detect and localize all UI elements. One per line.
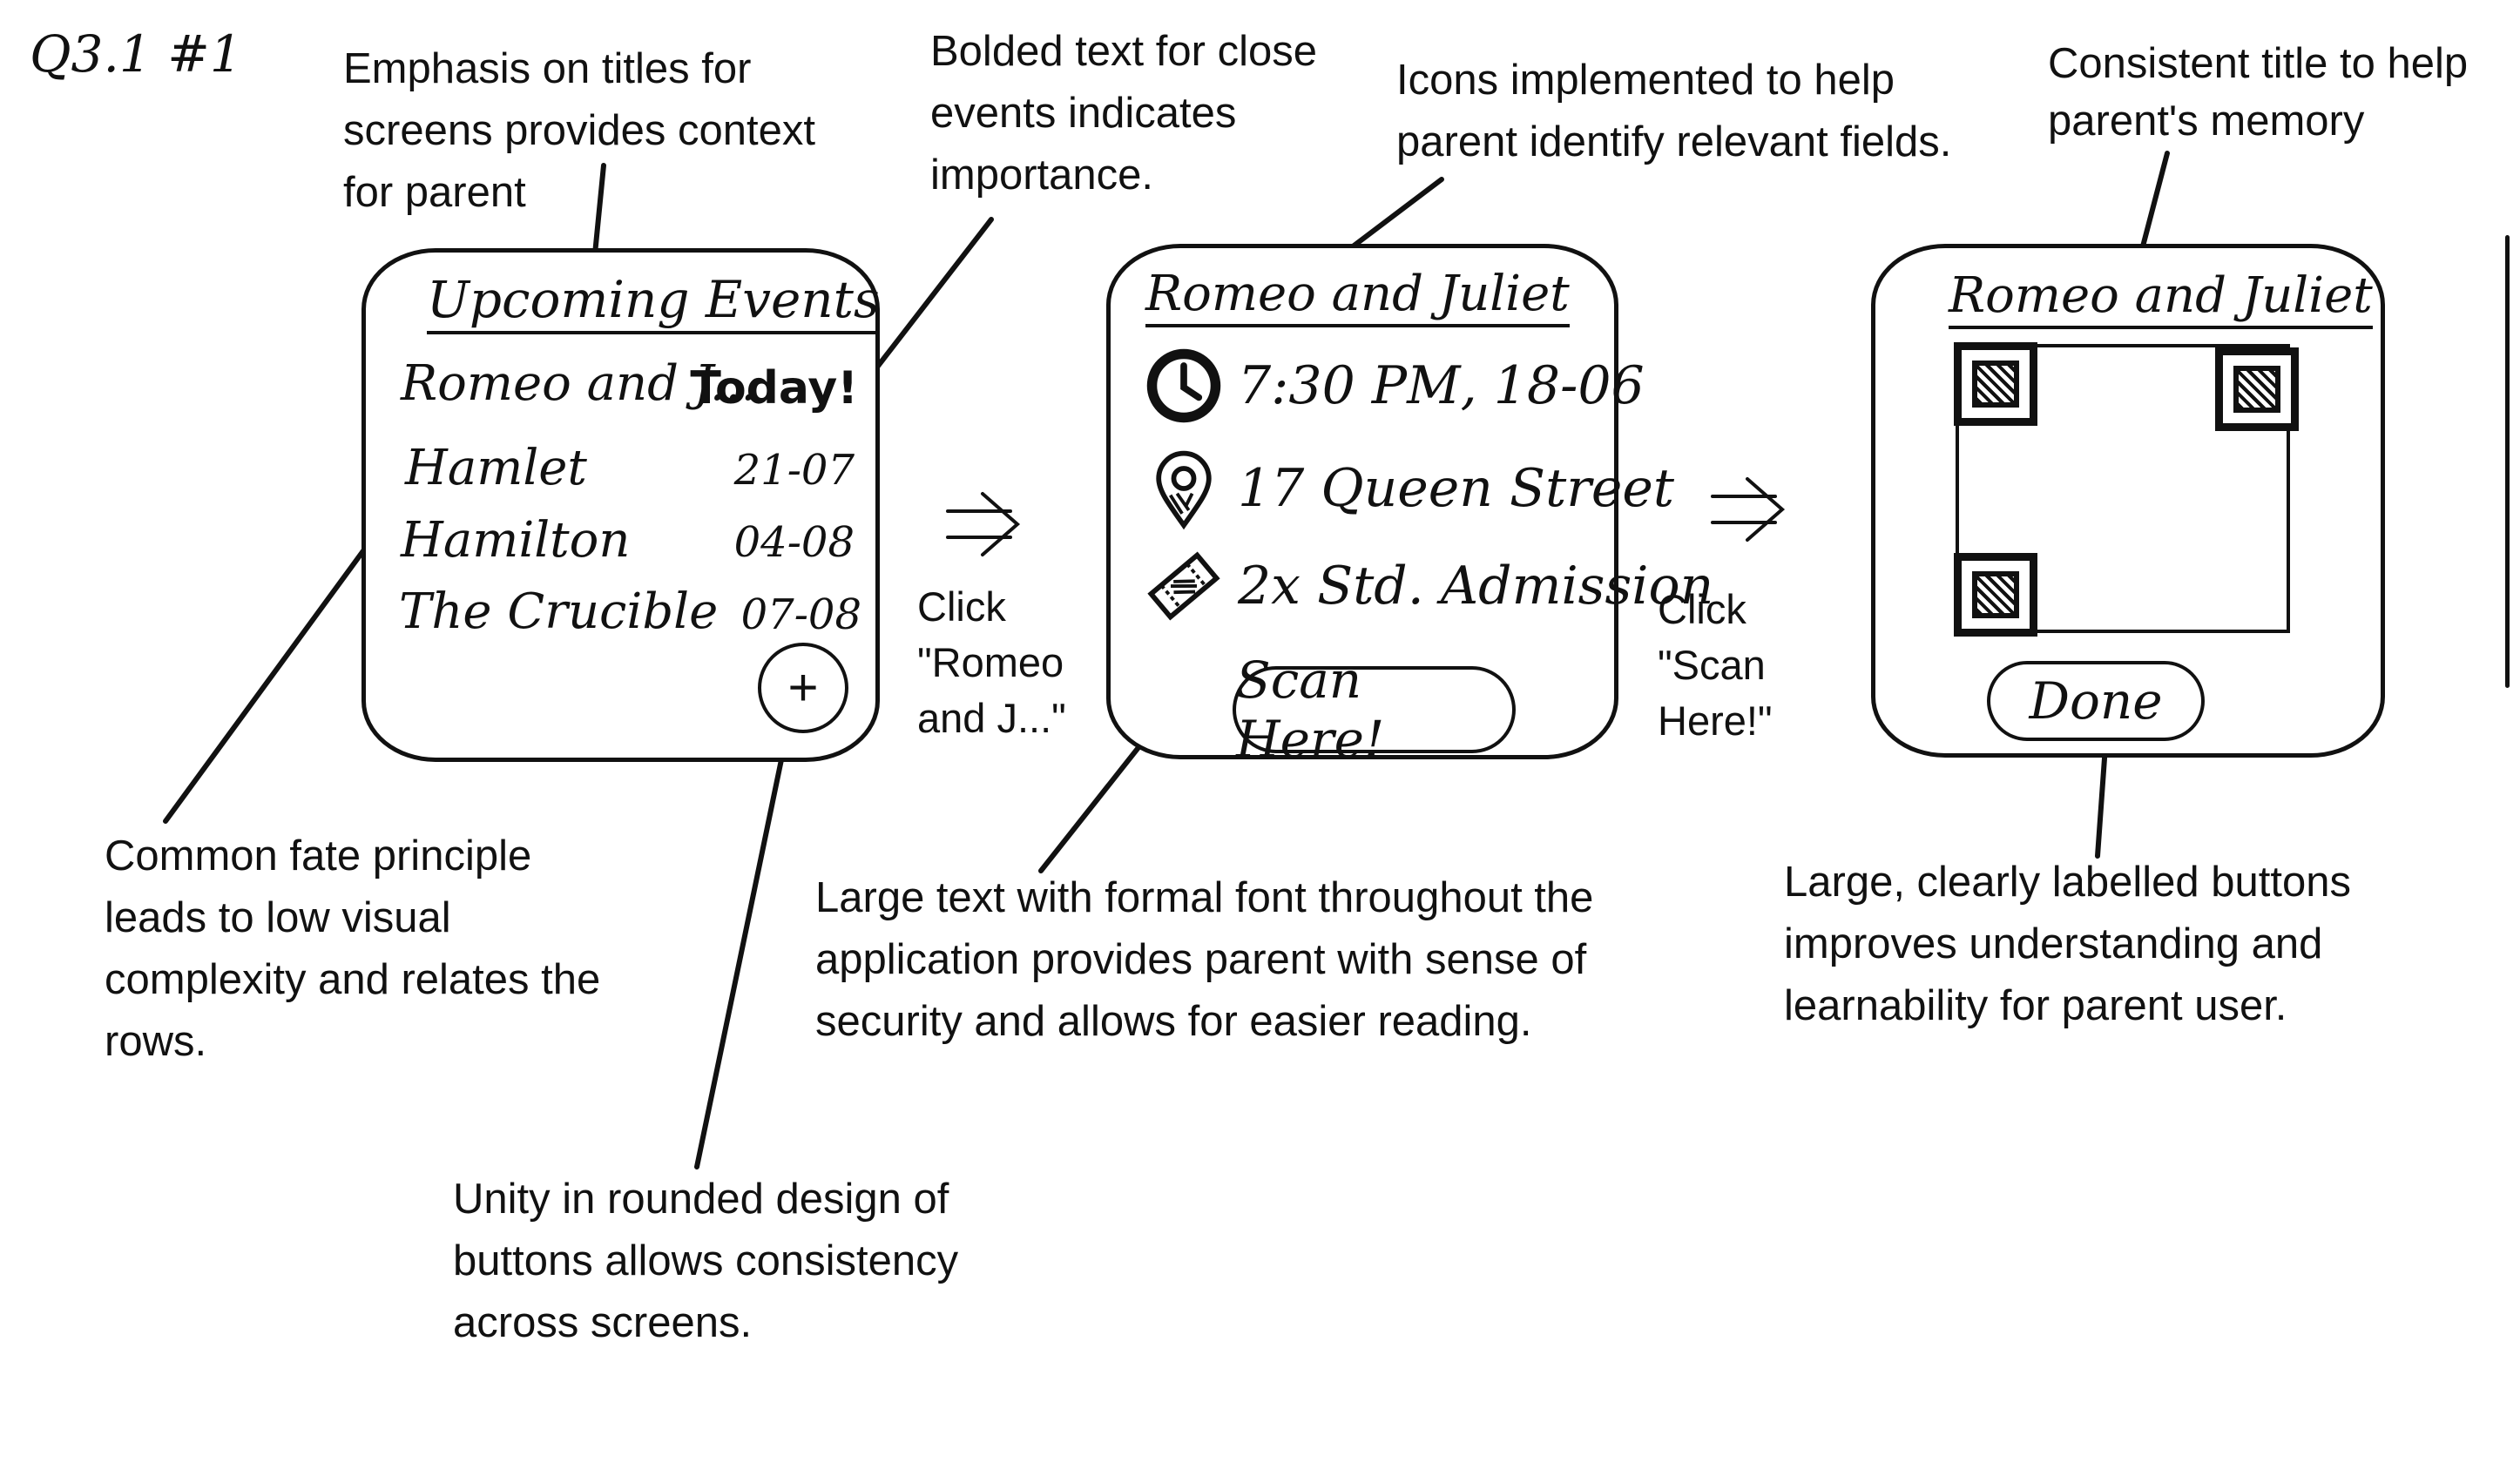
event-location-row: 17 Queen Street <box>1142 447 1674 530</box>
event-row-date: 07-08 <box>740 590 861 639</box>
step-label-2: Click "Scan Here!" <box>1658 582 1773 749</box>
event-time-row: 7:30 PM, 18-06 <box>1142 344 1645 428</box>
note-line: complexity and relates the <box>105 956 601 1003</box>
note-line: parent identify relevant fields. <box>1396 118 1952 165</box>
step-line: and J..." <box>917 695 1066 741</box>
note-line: learnability for parent user. <box>1784 982 2287 1029</box>
note-line: across screens. <box>453 1299 753 1346</box>
note-line: Large, clearly labelled buttons <box>1784 859 2352 906</box>
note-line: for parent <box>343 169 526 216</box>
step-line: Click <box>917 583 1006 630</box>
note-line: parent's memory <box>2048 98 2365 145</box>
event-row-date: 04-08 <box>733 518 855 567</box>
note-bold-events: Bolded text for close events indicates i… <box>930 21 1317 206</box>
note-icons: Icons implemented to help parent identif… <box>1396 50 1951 173</box>
event-location: 17 Queen Street <box>1238 458 1675 519</box>
note-rounded-design: Unity in rounded design of buttons allow… <box>453 1169 958 1354</box>
note-line: Consistent title to help <box>2048 40 2469 87</box>
leader-bold <box>870 217 994 375</box>
note-line: Bolded text for close <box>930 28 1317 75</box>
event-row-name[interactable]: Hamilton <box>401 512 631 569</box>
scan-here-button[interactable]: Scan Here! <box>1233 650 1516 769</box>
event-row-name[interactable]: Hamlet <box>405 440 587 496</box>
note-line: application provides parent with sense o… <box>815 936 1587 983</box>
page-label: Q3.1 #1 <box>30 24 242 84</box>
screen-title: Romeo and Juliet <box>1949 267 2373 329</box>
screen-upcoming-events: Upcoming Events Romeo and J... Today! Ha… <box>361 248 880 762</box>
done-button[interactable]: Done <box>1987 661 2205 741</box>
step-line: "Romeo <box>917 639 1064 685</box>
step-line: Here!" <box>1658 698 1773 744</box>
note-line: importance. <box>930 152 1154 199</box>
flow-arrow-2 <box>1711 477 1786 542</box>
qr-position-marker <box>2215 347 2299 431</box>
event-row-name[interactable]: The Crucible <box>399 583 719 640</box>
screen-event-details: Romeo and Juliet 7:30 PM, 18-06 17 Queen… <box>1106 244 1713 769</box>
step-line: Click <box>1658 586 1746 632</box>
map-pin-icon <box>1156 450 1212 530</box>
clock-icon <box>1146 348 1221 423</box>
note-line: Icons implemented to help <box>1396 57 1895 104</box>
event-tickets: 2x Std. Admission <box>1238 556 1714 617</box>
leader-rounded <box>694 745 787 1169</box>
note-line: Unity in rounded design of <box>453 1176 949 1223</box>
note-line: improves understanding and <box>1784 920 2323 967</box>
note-line: events indicates <box>930 90 1237 137</box>
note-line: screens provides context <box>343 107 815 154</box>
note-line: leads to low visual <box>105 894 451 941</box>
note-titles-emphasis: Emphasis on titles for screens provides … <box>343 38 815 224</box>
step-line: "Scan <box>1658 642 1766 688</box>
qr-position-marker <box>1954 342 2037 426</box>
add-event-button[interactable]: + <box>758 643 848 733</box>
note-line: buttons allows consistency <box>453 1237 959 1284</box>
event-time: 7:30 PM, 18-06 <box>1238 355 1645 416</box>
qr-position-marker <box>1954 553 2037 637</box>
event-tickets-row: 2x Std. Admission <box>1142 544 1713 628</box>
note-line: Large text with formal font throughout t… <box>815 874 1594 921</box>
note-line: rows. <box>105 1018 207 1065</box>
note-common-fate: Common fate principle leads to low visua… <box>105 826 600 1073</box>
screen-title: Romeo and Juliet <box>1145 266 1570 327</box>
screen-scan-ticket: Romeo and Juliet Done <box>1871 244 2385 758</box>
note-line: Emphasis on titles for <box>343 45 752 92</box>
qr-scan-area <box>1954 342 2299 637</box>
note-line: security and allows for easier reading. <box>815 998 1532 1045</box>
event-row-date: 21-07 <box>733 446 855 495</box>
note-large-buttons: Large, clearly labelled buttons improves… <box>1784 852 2351 1037</box>
margin-mark <box>2505 235 2510 688</box>
step-label-1: Click "Romeo and J..." <box>917 579 1066 746</box>
ticket-icon <box>1147 551 1220 621</box>
flow-arrow-1 <box>946 492 1021 556</box>
leader-common-fate <box>163 527 382 824</box>
note-large-text: Large text with formal font throughout t… <box>815 867 1593 1053</box>
event-row-date-today: Today! <box>690 362 858 414</box>
screen-title: Upcoming Events <box>427 270 880 334</box>
note-consistent-title: Consistent title to help parent's memory <box>2048 35 2468 150</box>
note-line: Common fate principle <box>105 832 532 880</box>
event-row-name[interactable]: Romeo and J... <box>401 355 757 412</box>
